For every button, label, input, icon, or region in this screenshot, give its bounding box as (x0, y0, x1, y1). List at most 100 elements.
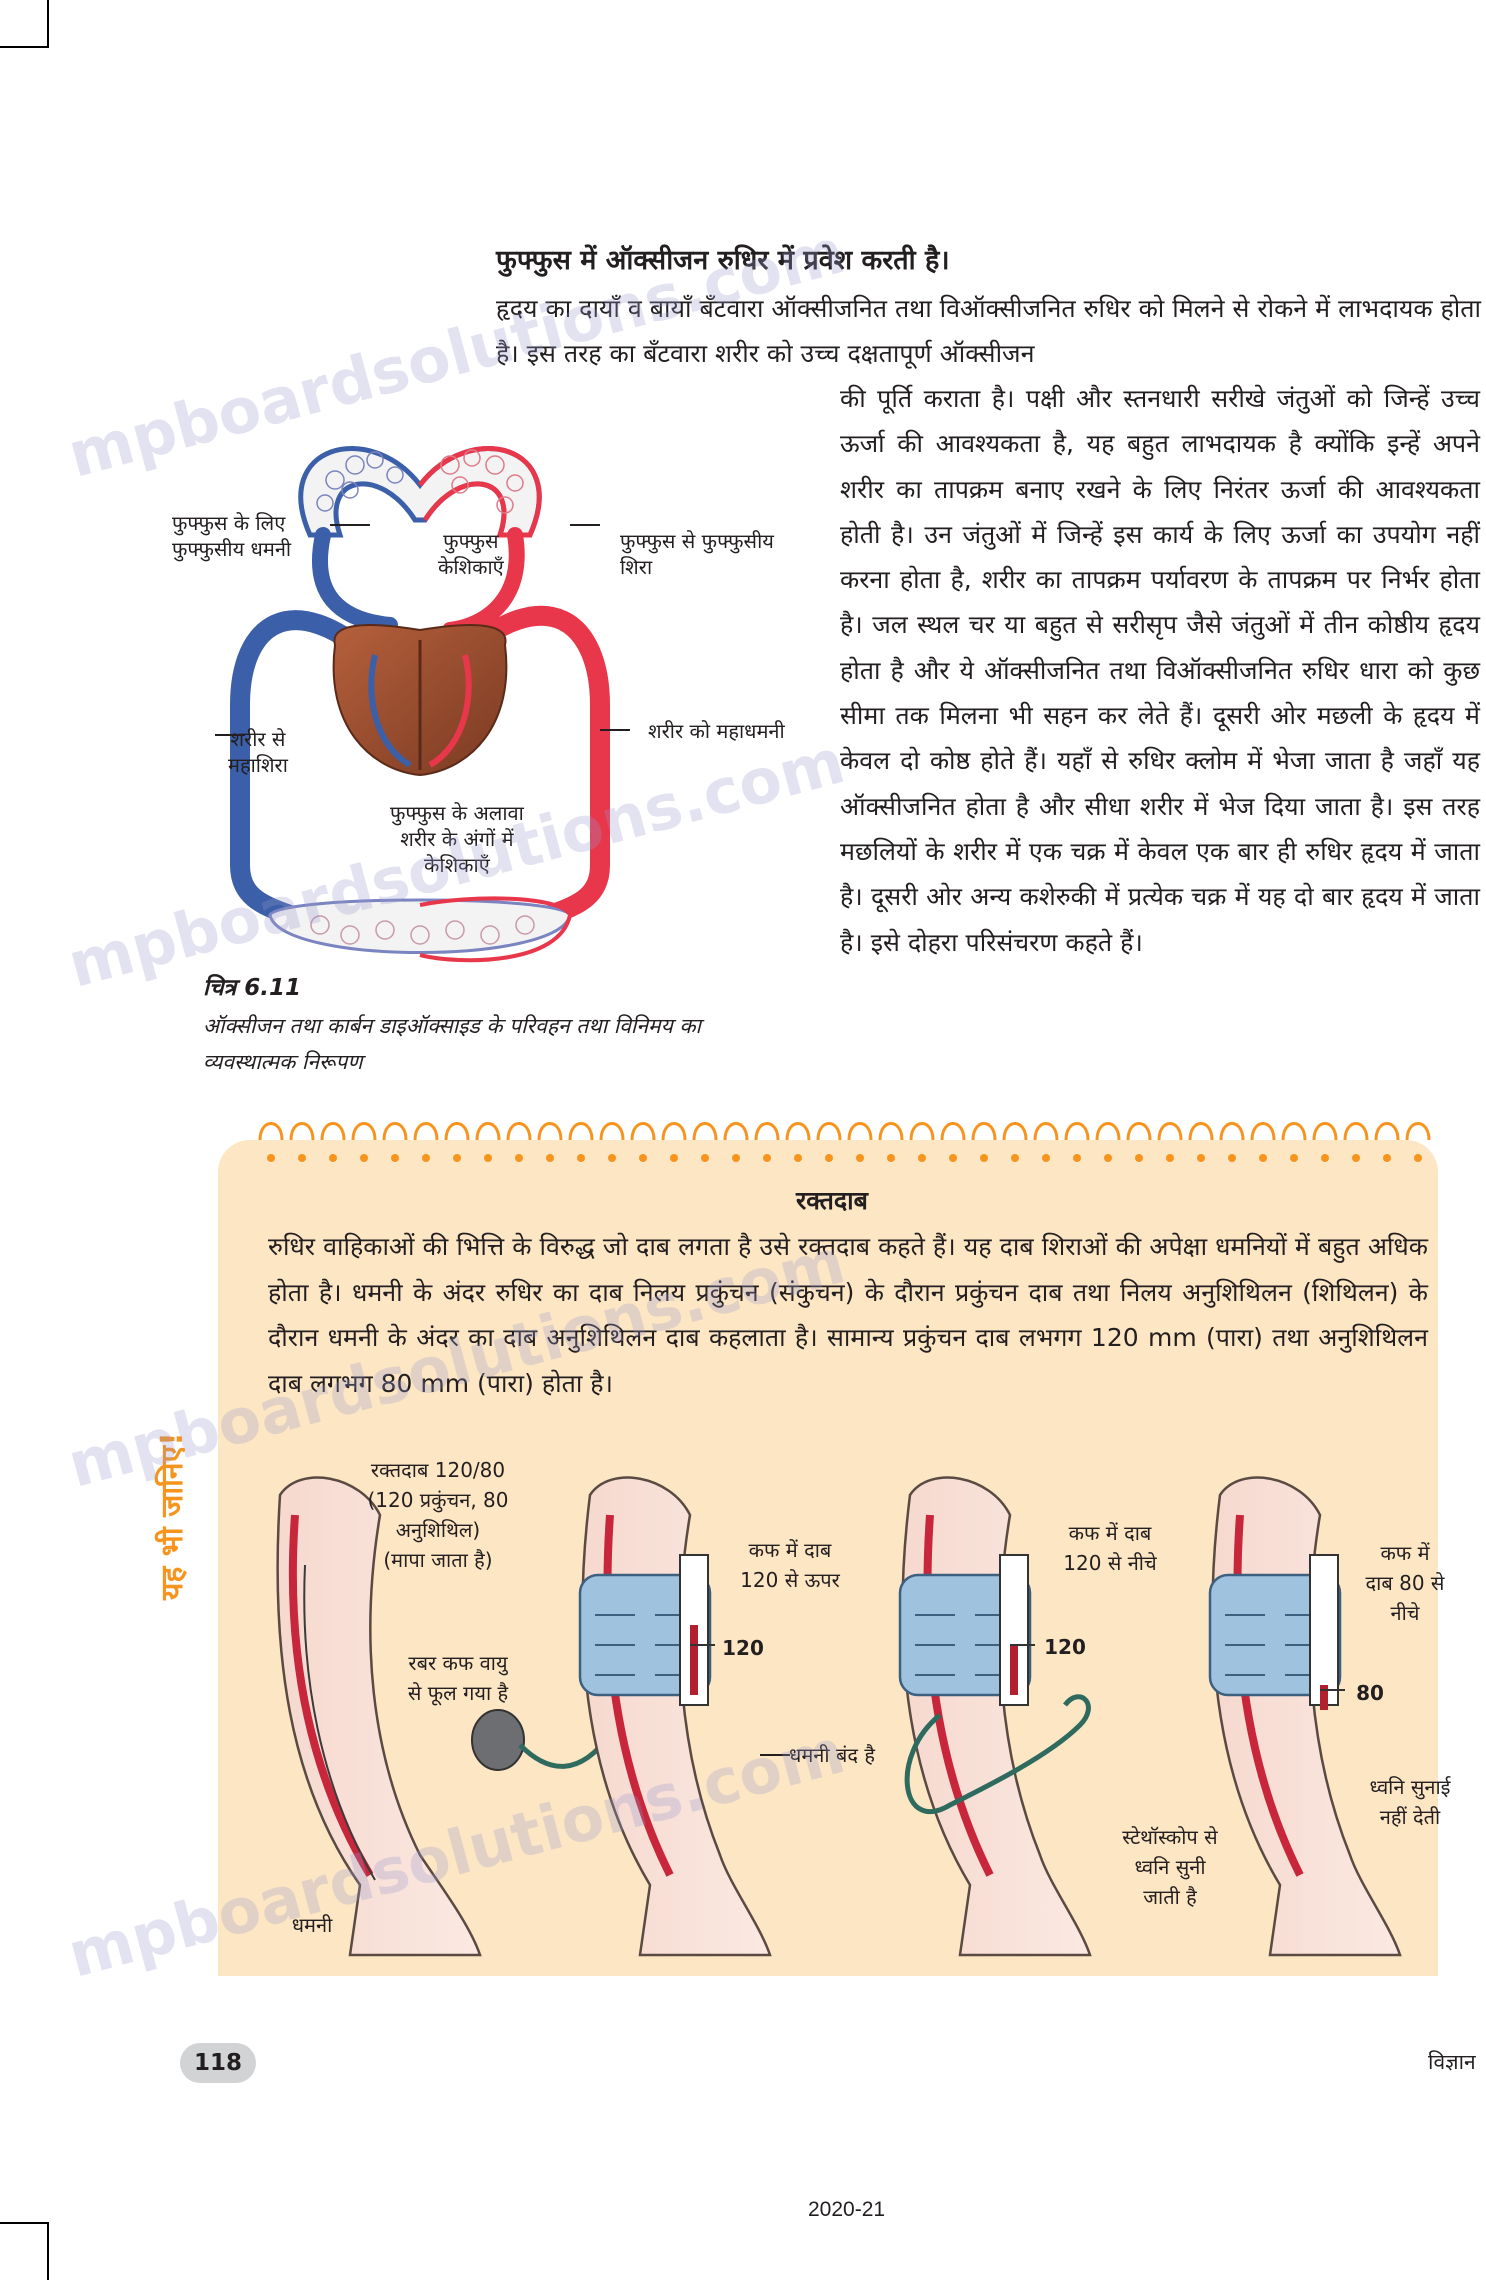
spiral-ring (878, 1122, 904, 1141)
spiral-hole (1228, 1154, 1236, 1162)
spiral-hole (422, 1154, 430, 1162)
spiral-hole (484, 1154, 492, 1162)
arm-4 (1208, 1476, 1402, 1957)
label-stethoscope: स्टेथॉस्कोप से ध्वनि सुनी जाती है (1122, 1825, 1218, 1909)
spiral-ring (661, 1122, 687, 1141)
spiral-hole (453, 1154, 461, 1162)
spiral-ring (692, 1122, 718, 1141)
spiral-ring (630, 1122, 656, 1141)
gauge2-value: 120 (1044, 1635, 1086, 1659)
figure-caption: ऑक्सीजन तथा कार्बन डाइऑक्साइड के परिवहन … (203, 1014, 701, 1074)
spiral-hole (1042, 1154, 1050, 1162)
spiral-hole (887, 1154, 895, 1162)
spiral-hole (1290, 1154, 1298, 1162)
spiral-ring (289, 1122, 315, 1141)
spiral-hole (918, 1154, 926, 1162)
gauge3-value: 80 (1356, 1681, 1384, 1705)
spiral-ring (1064, 1122, 1090, 1141)
spiral-ring (816, 1122, 842, 1141)
spiral-hole (1259, 1154, 1267, 1162)
spiral-hole (1352, 1154, 1360, 1162)
box-title: रक्तदाब (796, 1186, 868, 1215)
section-heading: फुफ्फुस में ऑक्सीजन रुधिर में प्रवेश करत… (496, 245, 950, 276)
spiral-ring (258, 1122, 284, 1141)
spiral-ring (723, 1122, 749, 1141)
side-label: यह भी जानिए! (155, 1432, 190, 1600)
label-aorta: शरीर को महाधमनी (648, 719, 785, 743)
spiral-hole (267, 1154, 275, 1162)
spiral-hole (1383, 1154, 1391, 1162)
label-pulmonary-vein: फुफ्फुस से फुफ्फुसीय शिरा (620, 529, 774, 579)
label-lung-capillaries: फुफ्फुस केशिकाएँ (438, 529, 504, 579)
spiral-ring (1033, 1122, 1059, 1141)
spiral-ring (754, 1122, 780, 1141)
box-text: रुधिर वाहिकाओं की भित्ति के विरुद्ध जो द… (268, 1232, 1428, 1398)
spiral-ring (971, 1122, 997, 1141)
edition-year: 2020-21 (808, 2198, 886, 2221)
paragraph-top: हृदय का दायाँ व बायाँ बँटवारा ऑक्सीजनित … (496, 294, 1481, 368)
blood-pressure-illustration (276, 1476, 1402, 1957)
circulation-diagram (215, 446, 630, 963)
spiral-hole (949, 1154, 957, 1162)
spiral-hole (515, 1154, 523, 1162)
subject-name: विज्ञान (1428, 2050, 1476, 2074)
spiral-ring (1157, 1122, 1183, 1141)
arm-3 (898, 1476, 1092, 1957)
spiral-ring (1095, 1122, 1121, 1141)
spiral-ring (1312, 1122, 1338, 1141)
label-vena-cava: शरीर से महाशिरा (228, 727, 288, 777)
spiral-ring (506, 1122, 532, 1141)
spiral-hole (1166, 1154, 1174, 1162)
crop-mark (0, 2222, 48, 2224)
label-artery: धमनी (291, 1913, 333, 1937)
spiral-ring (1343, 1122, 1369, 1141)
spiral-hole (856, 1154, 864, 1162)
body-capillaries (268, 896, 573, 963)
spiral-ring (1281, 1122, 1307, 1141)
label-gauge3: कफ में दाब 80 से नीचे (1365, 1541, 1445, 1625)
spiral-ring (475, 1122, 501, 1141)
spiral-hole (391, 1154, 399, 1162)
spiral-ring (1188, 1122, 1214, 1141)
label-bp-reading: रक्तदाब 120/80 (120 प्रकुंचन, 80 अनुशिथि… (367, 1458, 509, 1572)
spiral-ring (599, 1122, 625, 1141)
spiral-hole (298, 1154, 306, 1162)
spiral-hole (1135, 1154, 1143, 1162)
spiral-hole (980, 1154, 988, 1162)
spiral-ring (909, 1122, 935, 1141)
spiral-hole (608, 1154, 616, 1162)
spiral-binding (258, 1122, 1431, 1162)
spiral-ring (351, 1122, 377, 1141)
spiral-hole (329, 1154, 337, 1162)
spiral-hole (825, 1154, 833, 1162)
arm-1 (276, 1476, 482, 1957)
spiral-hole (670, 1154, 678, 1162)
paragraph-right: की पूर्ति कराता है। पक्षी और स्तनधारी सर… (840, 384, 1480, 957)
spiral-hole (577, 1154, 585, 1162)
spiral-ring (382, 1122, 408, 1141)
spiral-hole (1321, 1154, 1329, 1162)
spiral-hole (794, 1154, 802, 1162)
spiral-hole (1011, 1154, 1019, 1162)
heart (332, 624, 508, 777)
label-artery-closed: धमनी बंद है (789, 1743, 875, 1767)
spiral-hole (1414, 1154, 1422, 1162)
crop-mark (47, 2222, 49, 2280)
gauge1-value: 120 (722, 1636, 764, 1660)
spiral-ring (568, 1122, 594, 1141)
spiral-ring (1374, 1122, 1400, 1141)
spiral-hole (1197, 1154, 1205, 1162)
vena-cava (230, 610, 385, 925)
spiral-hole (732, 1154, 740, 1162)
figure-number: चित्र 6.11 (203, 975, 302, 1001)
spiral-hole (763, 1154, 771, 1162)
page-number: 118 (180, 2043, 256, 2083)
crop-mark (47, 0, 49, 48)
spiral-ring (413, 1122, 439, 1141)
spiral-ring (1250, 1122, 1276, 1141)
spiral-ring (847, 1122, 873, 1141)
spiral-ring (1126, 1122, 1152, 1141)
spiral-hole (701, 1154, 709, 1162)
crop-mark (0, 46, 48, 48)
label-pulmonary-artery: फुफ्फुस के लिए फुफ्फुसीय धमनी (172, 511, 292, 561)
